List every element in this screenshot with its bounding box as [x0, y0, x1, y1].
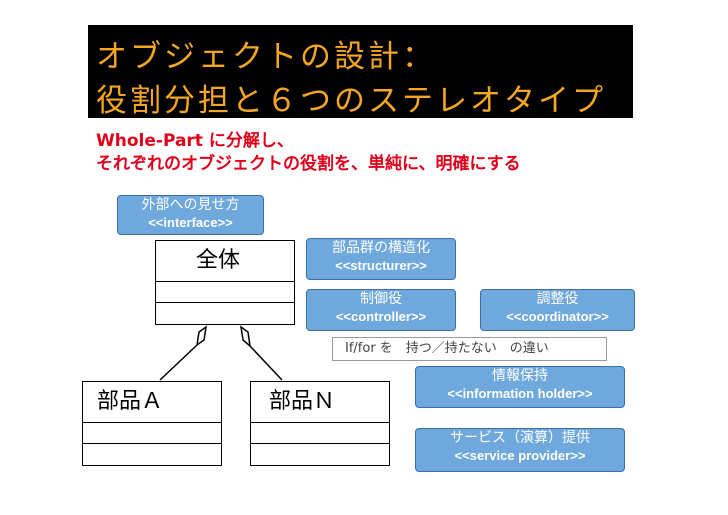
class-part-n-name: 部品Ｎ — [251, 382, 389, 423]
stereotype-controller: 制御役 <<controller>> — [306, 289, 456, 331]
class-whole: 全体 — [155, 240, 295, 325]
subtitle-line-2: それぞれのオブジェクトの役割を、単純に、明確にする — [96, 154, 521, 174]
aggregation-diamond-part-n — [239, 325, 252, 348]
stereotype-service-provider-en: <<service provider>> — [454, 448, 586, 463]
stereotype-information-holder-en: <<information holder>> — [447, 386, 593, 401]
class-whole-attributes — [156, 282, 294, 303]
class-part-a-operations — [83, 444, 221, 464]
stereotype-controller-en: <<controller>> — [335, 309, 427, 324]
class-part-a-name: 部品Ａ — [83, 382, 221, 423]
title-line-1: オブジェクトの設計： — [96, 39, 436, 75]
stereotype-information-holder: 情報保持 <<information holder>> — [415, 366, 625, 408]
title-line-2: 役割分担と６つのステレオタイプ — [96, 83, 606, 119]
stereotype-structurer-jp: 部品群の構造化 — [332, 240, 430, 256]
aggregation-diamond-part-a — [195, 325, 208, 347]
stereotype-structurer: 部品群の構造化 <<structurer>> — [306, 238, 456, 280]
title-bar: オブジェクトの設計： 役割分担と６つのステレオタイプ — [88, 25, 633, 119]
stereotype-information-holder-jp: 情報保持 — [492, 368, 548, 384]
subtitle-line-1: Whole-Part に分解し、 — [96, 131, 294, 151]
stereotype-service-provider: サービス（演算）提供 <<service provider>> — [415, 428, 625, 472]
stereotype-structurer-en: <<structurer>> — [335, 258, 427, 273]
stereotype-coordinator-en: <<coordinator>> — [506, 309, 609, 324]
stereotype-interface-jp: 外部への見せ方 — [141, 197, 240, 213]
class-whole-operations — [156, 303, 294, 323]
class-part-n-attributes — [251, 423, 389, 444]
stereotype-interface-en: <<interface>> — [148, 215, 233, 230]
class-whole-name: 全体 — [156, 241, 294, 282]
stereotype-interface: 外部への見せ方 <<interface>> — [117, 195, 264, 235]
iffor-note: If/for を 持つ／持たない の違い — [332, 337, 607, 361]
class-part-a: 部品Ａ — [82, 381, 222, 466]
class-part-a-attributes — [83, 423, 221, 444]
stereotype-service-provider-jp: サービス（演算）提供 — [450, 430, 590, 446]
stereotype-controller-jp: 制御役 — [360, 291, 402, 307]
class-part-n-operations — [251, 444, 389, 464]
stereotype-coordinator: 調整役 <<coordinator>> — [480, 289, 635, 331]
aggregation-line-part-n — [249, 345, 283, 381]
class-part-n: 部品Ｎ — [250, 381, 390, 466]
aggregation-line-part-a — [159, 344, 198, 381]
stereotype-coordinator-jp: 調整役 — [536, 291, 579, 307]
